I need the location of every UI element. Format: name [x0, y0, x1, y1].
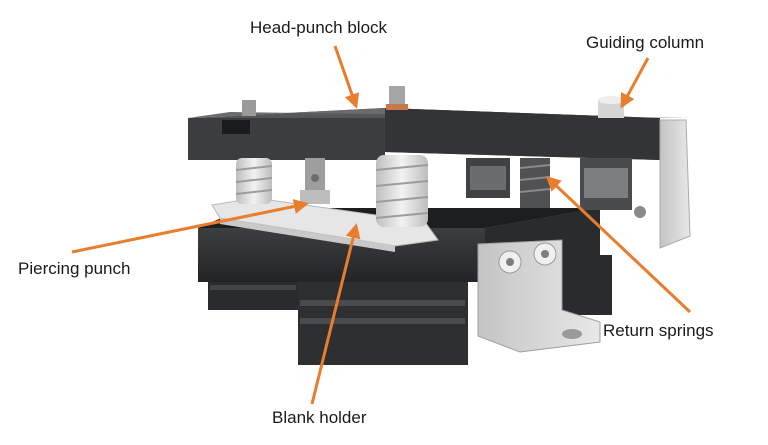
- arrow-guiding-column: [620, 57, 650, 109]
- guide-bushings: [466, 158, 632, 210]
- l-bracket: [477, 239, 601, 353]
- arrow-head-punch-block: [333, 45, 360, 109]
- label-return-springs: Return springs: [603, 321, 714, 340]
- guiding-column-bracket: [634, 119, 691, 249]
- head-punch-block: [188, 108, 690, 160]
- arrow-blank-holder: [310, 223, 361, 405]
- label-head-punch-block: Head-punch block: [250, 18, 388, 37]
- return-springs: [519, 158, 551, 208]
- label-piercing-punch: Piercing punch: [18, 259, 131, 278]
- front-springs: [235, 155, 429, 227]
- arrow-return-springs: [545, 175, 692, 314]
- arrow-piercing-punch: [71, 199, 309, 254]
- top-bolts: [242, 86, 624, 118]
- piercing-punch: [300, 158, 330, 204]
- label-guiding-column: Guiding column: [586, 33, 705, 52]
- callout-arrows: [71, 45, 692, 405]
- label-blank-holder: Blank holder: [272, 408, 367, 427]
